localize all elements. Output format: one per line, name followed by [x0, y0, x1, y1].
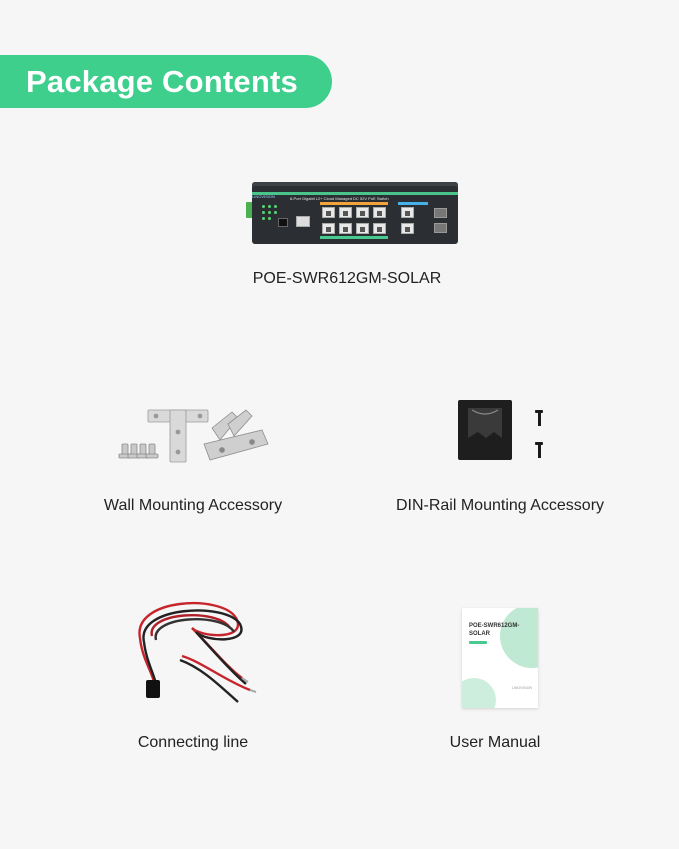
section-title-banner: Package Contents [0, 55, 332, 108]
manual-cover-tag [469, 641, 487, 644]
switch-caption: POE-SWR612GM-SOLAR [252, 270, 442, 287]
connecting-line-image [138, 601, 257, 703]
manual-cover-title-line: POE-SWR612GM- [469, 623, 520, 629]
din-rail-caption: DIN-Rail Mounting Accessory [395, 497, 605, 514]
manual-cover-shape [462, 678, 496, 708]
angle-bracket-icon [203, 409, 269, 461]
power-terminal [246, 202, 254, 218]
status-led [262, 205, 265, 208]
cable-icon [138, 601, 251, 703]
din-rail-clip-icon [458, 400, 512, 460]
status-led [268, 217, 271, 220]
console-port [296, 216, 310, 227]
connecting-line-caption: Connecting line [137, 734, 249, 751]
status-led [274, 211, 277, 214]
din-rail-accessory-image [458, 400, 543, 460]
poe-switch-image: LINOVISION 8-Port Gigabit L2+ Cloud Mana… [246, 182, 458, 244]
status-led [262, 211, 265, 214]
connector-icon [146, 680, 160, 698]
switch-label: 8-Port Gigabit L2+ Cloud Managed DC 52V … [290, 196, 389, 201]
poe-port-bar [320, 236, 388, 239]
wall-mounting-caption: Wall Mounting Accessory [103, 497, 283, 514]
ethernet-port [373, 223, 386, 234]
manual-cover-brand: LINOVISION [511, 686, 532, 690]
ethernet-port [322, 223, 335, 234]
manual-cover-shape [500, 608, 538, 668]
ethernet-port [339, 207, 352, 218]
screw-icon [535, 410, 543, 458]
wall-mounting-accessory-image [118, 409, 269, 463]
ethernet-port [356, 223, 369, 234]
t-bracket-icon [147, 409, 209, 463]
uplink-port [401, 223, 414, 234]
ethernet-port [339, 223, 352, 234]
switch-brand: LINOVISION [252, 194, 275, 199]
uplink-port-bar [398, 202, 428, 205]
ethernet-port [356, 207, 369, 218]
manual-cover-title-line: SOLAR [469, 631, 490, 637]
uplink-port [401, 207, 414, 218]
ethernet-port [322, 207, 335, 218]
manual-cover-title: POE-SWR612GM- SOLAR [469, 622, 519, 638]
ethernet-port [373, 207, 386, 218]
status-led [262, 217, 265, 220]
status-led [268, 205, 271, 208]
switch-top-stripe [252, 192, 458, 195]
dc-input-port [278, 218, 288, 227]
user-manual-caption: User Manual [449, 734, 541, 751]
status-led [268, 211, 271, 214]
sfp-port [434, 208, 447, 218]
status-led [274, 205, 277, 208]
section-title: Package Contents [26, 63, 298, 99]
sfp-port [434, 223, 447, 233]
poe-port-bar [320, 202, 388, 205]
user-manual-image: POE-SWR612GM- SOLAR LINOVISION [462, 608, 538, 708]
screw-icon [118, 443, 159, 459]
